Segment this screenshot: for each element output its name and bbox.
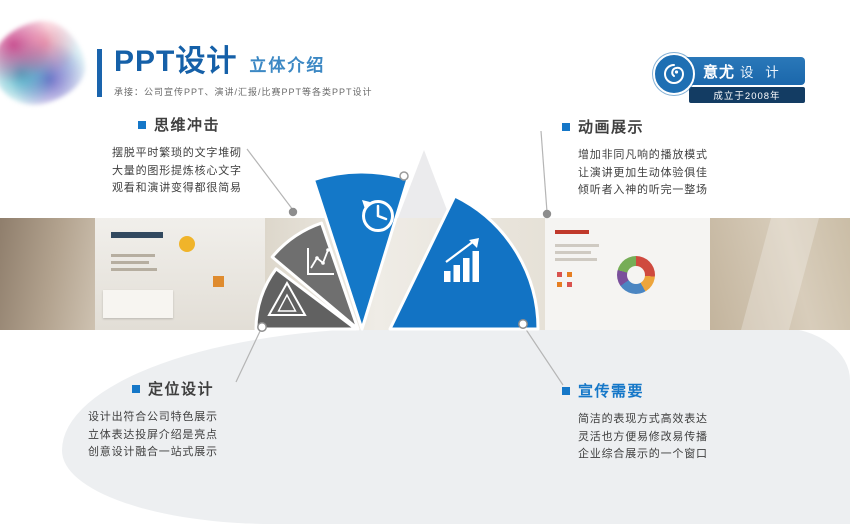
slide1-text-line (111, 254, 155, 257)
section-line: 企业综合展示的一个窗口 (578, 448, 708, 460)
dot-top-right (542, 209, 552, 219)
slide2-text-line (555, 244, 599, 247)
slide2-text-line (555, 258, 597, 261)
bullet-square-icon (562, 122, 570, 131)
bullet-square-icon (138, 120, 146, 129)
section-title: 思维冲击 (154, 117, 221, 134)
brand-name-light: 设 计 (740, 65, 783, 80)
strip-photo-slide2 (545, 218, 710, 330)
section-line: 让演讲更加生动体验俱佳 (578, 166, 708, 179)
connector-top-right (540, 130, 548, 213)
section-title-row: 思维冲击 (138, 114, 242, 135)
slide1-card (103, 290, 173, 318)
slide2-color-square (567, 272, 572, 277)
section-line: 观看和演讲变得都很简易 (112, 182, 242, 194)
background-blob (62, 328, 850, 524)
brand-logo-icon (653, 53, 695, 95)
section-title-row: 定位设计 (132, 378, 218, 399)
swirl-icon (664, 64, 685, 84)
watercolor-decoration (0, 13, 92, 113)
title-accent-bar (97, 49, 102, 97)
page-title: PPT设计 (114, 45, 238, 78)
brand-badge: 意尤 设 计 成立于2008年 (653, 53, 805, 104)
background-triangle (398, 150, 450, 218)
slide2-text-line (555, 251, 591, 254)
section-top-left: 思维冲击 摆脱平时繁琐的文字堆砌 大量的图形提炼核心文字 观看和演讲变得都很简易 (96, 114, 242, 198)
strip-photo-left (0, 218, 95, 330)
section-line: 简洁的表现方式高效表达 (578, 413, 708, 425)
bullet-square-icon (132, 384, 140, 393)
connector-top-left (246, 148, 294, 211)
strip-photo-right (710, 218, 850, 330)
bullet-square-icon (562, 386, 570, 395)
page-tagline: 承接：公司宣传PPT、演讲/汇报/比赛PPT等各类PPT设计 (114, 87, 373, 97)
section-line: 创意设计融合一站式展示 (88, 446, 218, 458)
section-line: 摆脱平时繁琐的文字堆砌 (112, 147, 242, 159)
slide2-donut-chart (617, 256, 655, 294)
section-body: 增加非同凡响的播放模式 让演讲更加生动体验俱佳 倾听者入神的听完一整场 (578, 147, 708, 200)
section-title: 定位设计 (148, 381, 215, 398)
section-title-row: 动画展示 (562, 116, 708, 137)
slide1-yellow-dot (179, 236, 195, 252)
slide2-color-square (557, 272, 562, 277)
section-top-right: 动画展示 增加非同凡响的播放模式 让演讲更加生动体验俱佳 倾听者入神的听完一整场 (562, 116, 708, 200)
strip-photo-slide1 (95, 218, 265, 330)
slide1-header-bar (111, 232, 163, 238)
section-line: 倾听者入神的听完一整场 (578, 184, 708, 196)
section-line: 灵活也方便易修改易传播 (578, 430, 708, 443)
section-title: 动画展示 (578, 119, 645, 136)
section-body: 摆脱平时繁琐的文字堆砌 大量的图形提炼核心文字 观看和演讲变得都很简易 (112, 145, 242, 198)
section-line: 增加非同凡响的播放模式 (578, 149, 708, 161)
dot-top-left (288, 207, 298, 217)
portfolio-strip (0, 218, 850, 330)
section-body: 简洁的表现方式高效表达 灵活也方便易修改易传播 企业综合展示的一个窗口 (578, 411, 708, 464)
slide1-text-line (111, 268, 157, 271)
page-header: PPT设计 立体介绍 承接：公司宣传PPT、演讲/汇报/比赛PPT等各类PPT设… (97, 46, 373, 98)
slide2-header-bar (555, 230, 589, 234)
section-bottom-right: 宣传需要 简洁的表现方式高效表达 灵活也方便易修改易传播 企业综合展示的一个窗口 (562, 380, 708, 464)
section-body: 设计出符合公司特色展示 立体表达投屏介绍是亮点 创意设计融合一站式展示 (88, 409, 218, 462)
section-line: 设计出符合公司特色展示 (88, 411, 218, 423)
section-bottom-left: 定位设计 设计出符合公司特色展示 立体表达投屏介绍是亮点 创意设计融合一站式展示 (72, 378, 218, 462)
brand-name-bold: 意尤 (703, 63, 736, 81)
slide1-orange-square (213, 276, 224, 287)
slide2-color-square (557, 282, 562, 287)
slide1-text-line (111, 261, 149, 264)
section-title-row: 宣传需要 (562, 380, 708, 401)
brand-since-bar: 成立于2008年 (689, 87, 805, 103)
section-line: 立体表达投屏介绍是亮点 (88, 428, 218, 441)
section-title: 宣传需要 (578, 383, 645, 400)
strip-photo-center (265, 218, 545, 330)
section-line: 大量的图形提炼核心文字 (112, 164, 242, 177)
slide2-color-square (567, 282, 572, 287)
page-subtitle: 立体介绍 (249, 56, 326, 75)
